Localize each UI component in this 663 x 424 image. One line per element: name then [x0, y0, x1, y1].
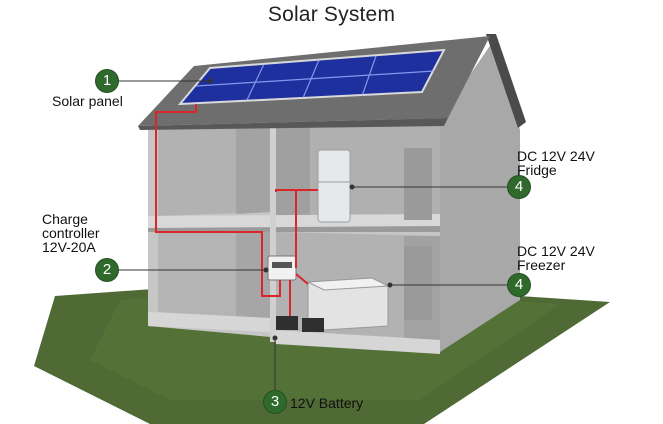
callout-label-line: DC 12V 24V [517, 243, 595, 259]
roof-gable [486, 34, 526, 128]
callout-label: 12V Battery [290, 396, 363, 410]
house-side-wall [440, 40, 520, 352]
callout-number-badge: 4 [508, 274, 530, 296]
callout-label-line: DC 12V 24V [517, 148, 595, 164]
callout-number-badge: 2 [96, 259, 118, 281]
callout-number-badge: 1 [96, 70, 118, 92]
callout-label: Solar panel [52, 94, 123, 108]
callout-label-line: Freezer [517, 257, 566, 273]
callout-label-line: Fridge [517, 162, 557, 178]
callout-anchor-dot [207, 78, 213, 84]
partition-wall [270, 120, 276, 342]
battery [302, 318, 324, 332]
wiring [155, 104, 318, 316]
callout-number-badge: 3 [264, 391, 286, 413]
ground-floor-slab [148, 312, 270, 332]
solar-panel-grid [195, 55, 435, 101]
callout-anchor-dot [349, 184, 355, 190]
callout-label-line: 12V Battery [290, 395, 364, 411]
callout-anchor-dot [263, 267, 269, 273]
callout-number-badge: 4 [508, 176, 530, 198]
callout-anchor-dot [387, 282, 393, 288]
callout-label-line: 12V-20A [42, 239, 96, 255]
callout-anchor-dot [272, 335, 278, 341]
battery [276, 316, 298, 330]
diagram-title: Solar System [267, 3, 396, 26]
callout-label-line: Solar panel [52, 93, 123, 109]
callout-label-line: controller [42, 225, 100, 241]
callout-label-line: Charge [42, 211, 88, 227]
